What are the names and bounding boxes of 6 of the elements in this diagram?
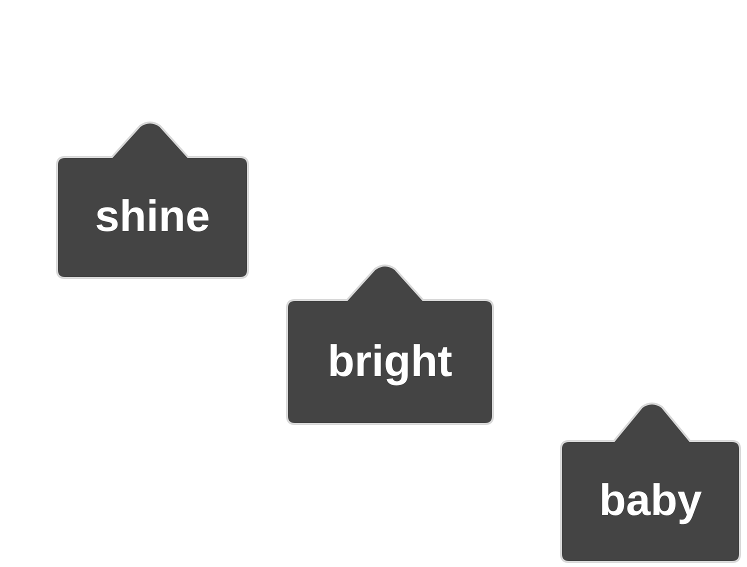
tag-shape (57, 122, 248, 278)
tag-label: baby (599, 477, 702, 526)
tag-shape (561, 403, 740, 562)
tag-label: shine (95, 193, 210, 242)
tag-label: bright (328, 338, 452, 386)
tag-shape (287, 265, 493, 424)
